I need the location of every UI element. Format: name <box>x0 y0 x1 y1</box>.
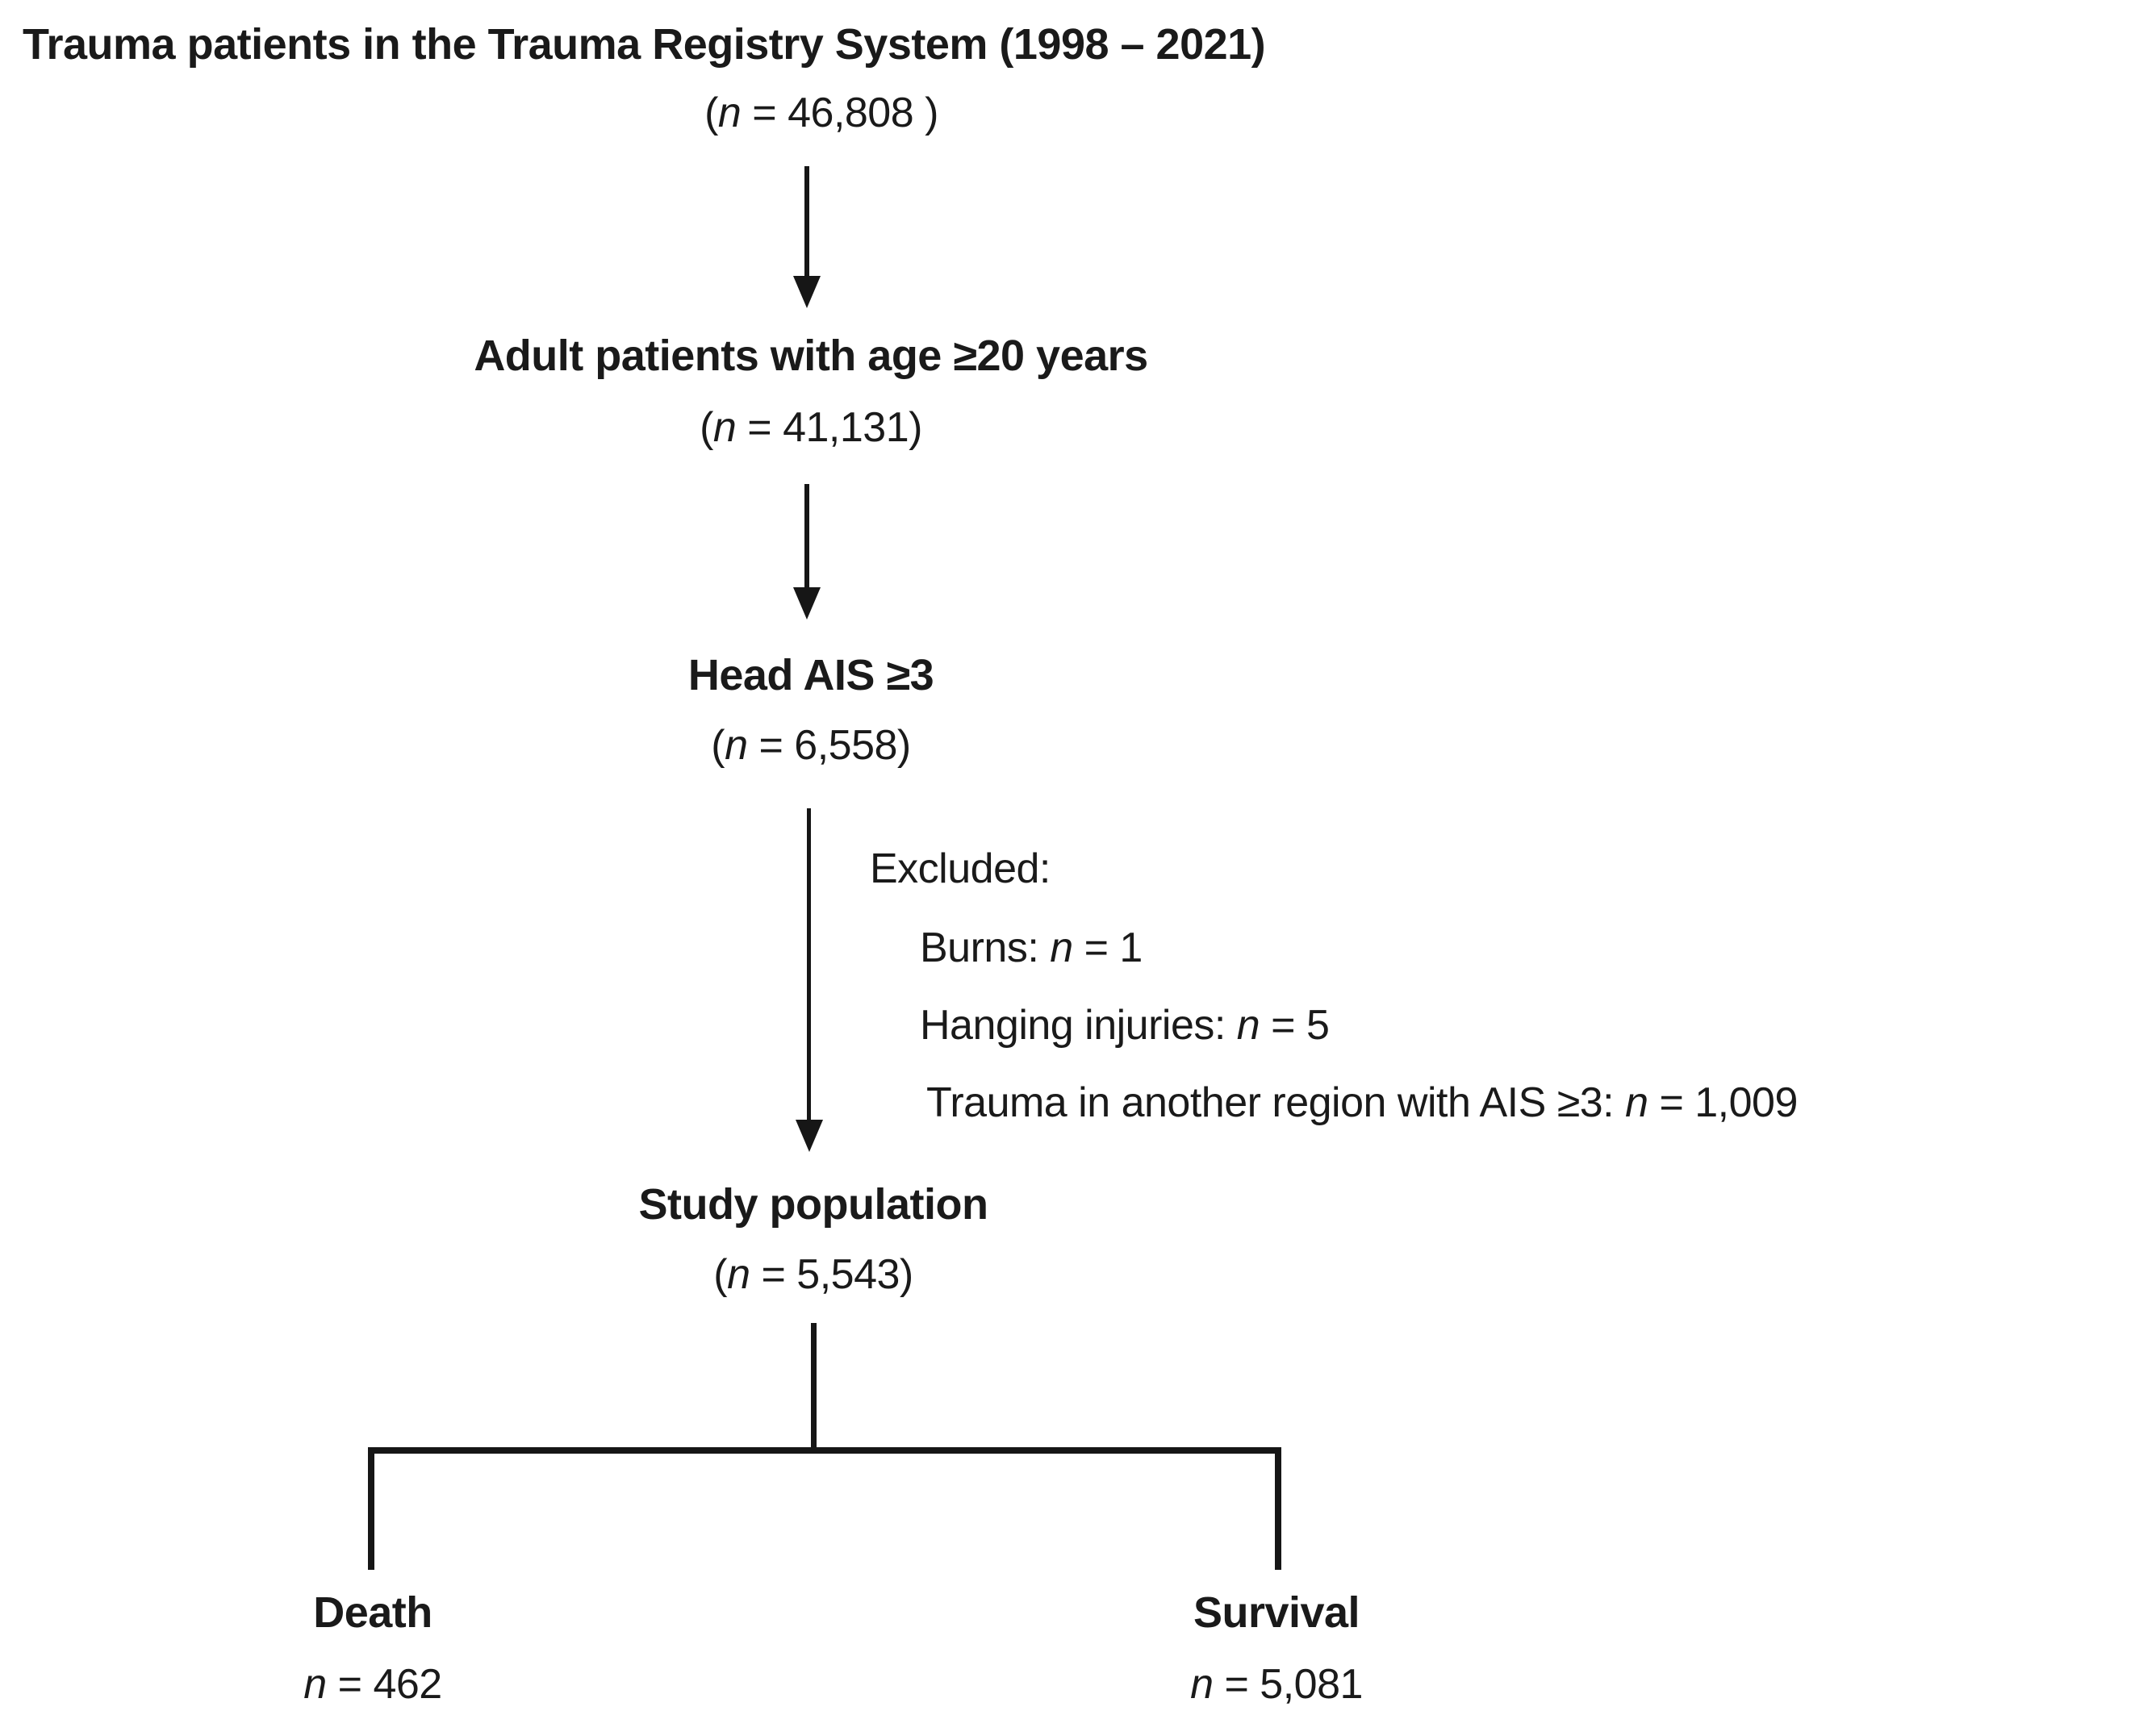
n-symbol: n <box>717 90 742 136</box>
open-paren: ( <box>713 1251 728 1298</box>
node-adult-count: (n = 41,131) <box>700 402 922 454</box>
n-symbol: n <box>712 404 737 451</box>
arrow-adult-to-headais-shaft <box>804 484 809 590</box>
count-text: = 5,081 <box>1213 1661 1363 1708</box>
count-text: = 462 <box>326 1661 443 1708</box>
excluded-item-hanging: Hanging injuries: n = 5 <box>920 999 1330 1052</box>
count-text: = 41,131) <box>736 404 922 451</box>
count-text: = 46,808 ) <box>741 90 938 136</box>
branch-horizontal-line <box>368 1447 1281 1454</box>
outcome-survival-count: n = 5,081 <box>1190 1659 1363 1711</box>
count-text: = 6,558) <box>747 722 911 769</box>
count-text: = 1 <box>1072 924 1143 971</box>
open-paren: ( <box>711 722 725 769</box>
n-symbol: n <box>1625 1079 1648 1126</box>
node-adult-label: Adult patients with age ≥20 years <box>474 332 1148 380</box>
n-symbol: n <box>727 1251 750 1298</box>
n-symbol: n <box>1236 1002 1260 1049</box>
branch-right-line <box>1275 1447 1281 1570</box>
count-text: = 5,543) <box>750 1251 913 1298</box>
node-registry-label: Trauma patients in the Trauma Registry S… <box>23 20 1266 69</box>
n-symbol: n <box>303 1661 327 1708</box>
outcome-death-label: Death <box>313 1588 432 1637</box>
arrow-headais-to-study-head <box>796 1120 823 1152</box>
excluded-item-text: Trauma in another region with AIS ≥3: <box>926 1079 1626 1126</box>
outcome-death-count: n = 462 <box>303 1659 443 1711</box>
arrow-registry-to-adult-shaft <box>804 166 809 278</box>
arrow-adult-to-headais-head <box>793 587 821 620</box>
open-paren: ( <box>700 404 713 451</box>
excluded-item-other-region: Trauma in another region with AIS ≥3: n … <box>926 1077 1798 1129</box>
branch-stem-line <box>811 1323 817 1452</box>
node-registry-count: (n = 46,808 ) <box>704 87 938 140</box>
excluded-heading: Excluded: <box>870 845 1051 892</box>
node-headais-count: (n = 6,558) <box>711 720 911 772</box>
open-paren: ( <box>704 90 718 136</box>
outcome-survival-label: Survival <box>1193 1588 1360 1637</box>
branch-left-line <box>368 1447 374 1570</box>
count-text: = 1,009 <box>1648 1079 1798 1126</box>
arrow-registry-to-adult-head <box>793 276 821 308</box>
excluded-item-text: Hanging injuries: <box>920 1002 1237 1049</box>
n-symbol: n <box>1050 924 1073 971</box>
count-text: = 5 <box>1260 1002 1330 1049</box>
node-headais-label: Head AIS ≥3 <box>687 651 934 699</box>
n-symbol: n <box>1190 1661 1214 1708</box>
node-study-label: Study population <box>638 1180 988 1229</box>
excluded-item-text: Burns: <box>920 924 1051 971</box>
excluded-item-burns: Burns: n = 1 <box>920 922 1143 974</box>
arrow-headais-to-study-shaft <box>807 808 811 1121</box>
node-study-count: (n = 5,543) <box>713 1249 913 1301</box>
n-symbol: n <box>725 722 748 769</box>
